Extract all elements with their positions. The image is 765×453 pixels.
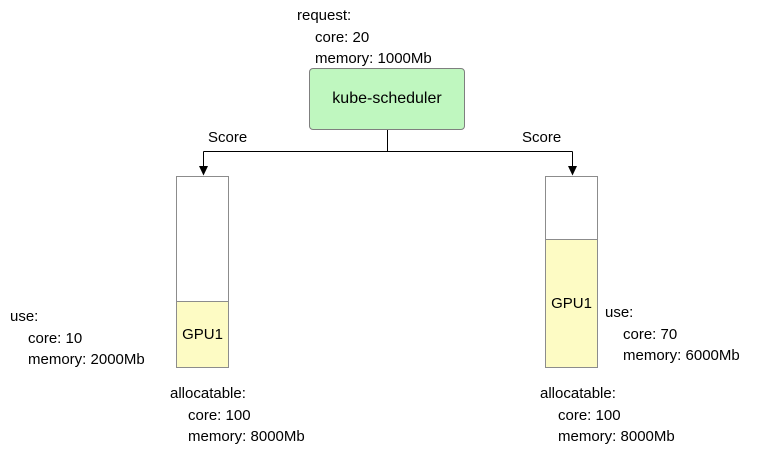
allocatable-title: allocatable: bbox=[540, 385, 616, 402]
use-title: use: bbox=[605, 304, 634, 321]
node-left-box: GPU1 bbox=[176, 176, 229, 368]
arrow-down-left-icon bbox=[199, 166, 208, 176]
use-title: use: bbox=[10, 308, 39, 325]
allocatable-memory: memory: 8000Mb bbox=[558, 428, 675, 445]
node-right-allocatable-block: allocatable: core: 100 memory: 8000Mb bbox=[540, 383, 675, 448]
request-title: request: bbox=[297, 7, 352, 24]
node-left-allocatable-block: allocatable: core: 100 memory: 8000Mb bbox=[170, 383, 305, 448]
score-label-right: Score bbox=[522, 129, 562, 146]
allocatable-title: allocatable: bbox=[170, 385, 246, 402]
score-label-left: Score bbox=[208, 129, 248, 146]
request-core: core: 20 bbox=[315, 28, 370, 46]
node-left-gpu-segment: GPU1 bbox=[177, 301, 228, 367]
allocatable-core: core: 100 bbox=[188, 406, 251, 424]
use-memory: memory: 2000Mb bbox=[28, 351, 145, 368]
use-core: core: 70 bbox=[623, 325, 678, 343]
request-block: request: core: 20 memory: 1000Mb bbox=[297, 5, 432, 70]
arrow-down-right-icon bbox=[568, 166, 577, 176]
allocatable-memory: memory: 8000Mb bbox=[188, 428, 305, 445]
use-core: core: 10 bbox=[28, 329, 83, 347]
scheduler-stub-line bbox=[203, 130, 573, 167]
node-right-box: GPU1 bbox=[545, 176, 598, 368]
kube-scheduler-box: kube-scheduler bbox=[309, 68, 465, 130]
allocatable-core: core: 100 bbox=[558, 406, 621, 424]
node-right-gpu-label: GPU1 bbox=[551, 295, 592, 312]
node-left-gpu-label: GPU1 bbox=[182, 326, 223, 343]
use-memory: memory: 6000Mb bbox=[623, 347, 740, 364]
request-memory: memory: 1000Mb bbox=[315, 50, 432, 67]
kube-scheduler-label: kube-scheduler bbox=[332, 90, 442, 107]
node-left-use-block: use: core: 10 memory: 2000Mb bbox=[10, 306, 145, 371]
node-right-use-block: use: core: 70 memory: 6000Mb bbox=[605, 302, 740, 367]
node-right-gpu-segment: GPU1 bbox=[546, 239, 597, 367]
